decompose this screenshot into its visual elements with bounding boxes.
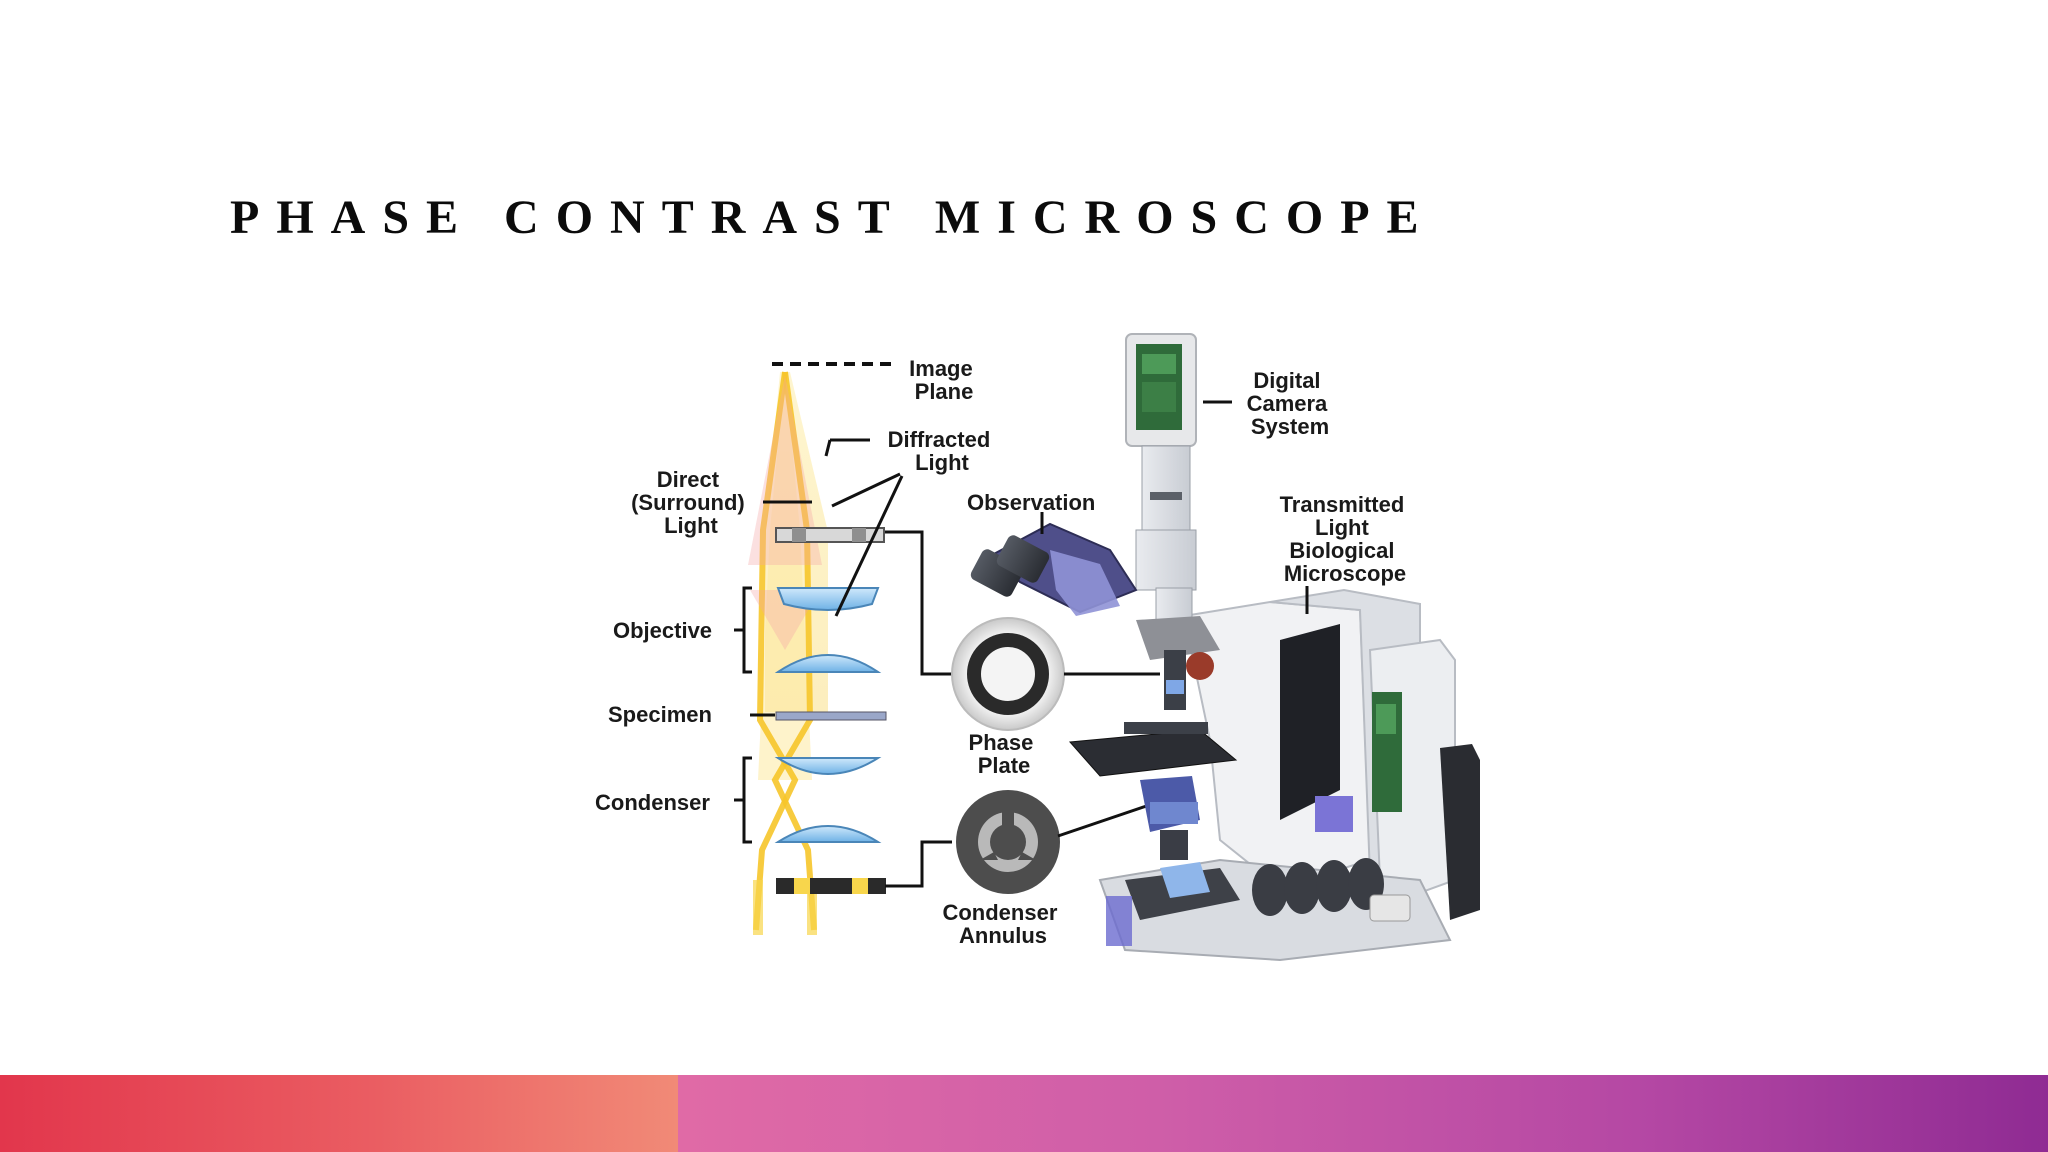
label-objective: Objective [613, 618, 712, 643]
label-phase-plate: Phase Plate [969, 730, 1040, 778]
specimen-slide [775, 711, 887, 721]
label-transmitted-light-microscope: Transmitted Light Biological Microscope [1280, 492, 1411, 586]
label-diffracted-light: Diffracted Light [888, 427, 997, 475]
label-direct-light: Direct (Surround) Light [631, 467, 751, 538]
optical-path [734, 362, 952, 935]
condenser-lens-top [774, 757, 882, 775]
phase-contrast-diagram: Image Plane Diffracted Light Direct (Sur… [580, 320, 1520, 970]
label-observation: Observation [967, 490, 1095, 515]
condenser-lens-bottom [774, 825, 882, 843]
phase-plate-icon [951, 617, 1160, 731]
objective-lens-top [776, 587, 880, 611]
label-specimen: Specimen [608, 702, 712, 727]
label-digital-camera-system: Digital Camera System [1247, 368, 1334, 439]
objective-lens-bottom [774, 654, 882, 673]
microscope-illustration [970, 333, 1480, 962]
label-condenser-annulus: Condenser Annulus [942, 900, 1063, 948]
annulus-plate-element [776, 878, 886, 894]
slide-title: PHASE CONTRAST MICROSCOPE [230, 191, 1436, 244]
footer-band-right [678, 1075, 2048, 1152]
label-condenser: Condenser [595, 790, 710, 815]
label-image-plane: Image Plane [909, 356, 979, 404]
footer-band-left [0, 1075, 678, 1152]
